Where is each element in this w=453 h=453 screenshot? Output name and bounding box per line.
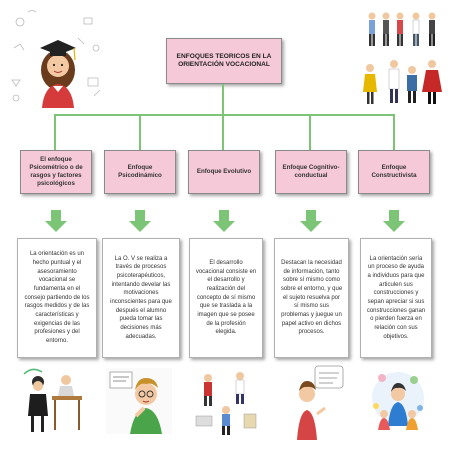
approach-description: El desarrollo vocacional consiste en el … xyxy=(195,259,257,336)
approach-title-box-cognitivo: Enfoque Cognitivo-conductual xyxy=(275,150,347,194)
root-title: ENFOQUES TEORICOS EN LA ORIENTACIÓN VOCA… xyxy=(176,52,272,68)
down-arrow-icon xyxy=(129,210,151,232)
connector-drop-2 xyxy=(139,114,141,150)
connector-drop-5 xyxy=(393,114,395,150)
approach-title: El enfoque Psicométrico o de rasgos y fa… xyxy=(29,155,83,188)
approach-description-box-evolutivo: El desarrollo vocacional consiste en el … xyxy=(189,238,263,358)
decision-boy-illustration xyxy=(297,365,344,440)
approach-description-box-psicometrico: La orientación es un hecho puntual y el … xyxy=(17,238,97,358)
graduate-illustration xyxy=(11,10,101,108)
down-arrow-icon xyxy=(300,210,322,232)
career-choice-illustration xyxy=(195,372,257,435)
ideas-group-illustration xyxy=(372,372,424,430)
approach-description: La O. V se realiza a través de procesos … xyxy=(110,255,172,340)
approach-description-box-psicodinamico: La O. V se realiza a través de procesos … xyxy=(102,238,180,358)
approach-description-box-constructivista: La orientación sería un proceso de ayuda… xyxy=(360,238,432,358)
connector-drop-4 xyxy=(309,114,311,150)
thinking-student-illustration xyxy=(106,368,172,434)
down-arrow-icon xyxy=(383,210,405,232)
approach-title-box-psicodinamico: Enfoque Psicodinámico xyxy=(104,150,176,194)
approach-title: Enfoque Psicodinámico xyxy=(118,163,162,179)
approach-title-box-psicometrico: El enfoque Psicométrico o de rasgos y fa… xyxy=(20,150,92,194)
approach-title: Enfoque Evolutivo xyxy=(196,167,252,175)
approach-title: Enfoque Constructivista xyxy=(371,163,417,179)
connector-horizontal xyxy=(54,114,395,116)
connector-vertical-root xyxy=(222,84,224,115)
approach-title: Enfoque Cognitivo-conductual xyxy=(282,163,340,179)
approach-description-box-cognitivo: Destacan la necesidad de información, ta… xyxy=(274,238,349,358)
down-arrow-icon xyxy=(45,210,67,232)
approach-title-box-evolutivo: Enfoque Evolutivo xyxy=(188,150,260,194)
approach-title-box-constructivista: Enfoque Constructivista xyxy=(358,150,430,194)
professionals-illustration xyxy=(363,12,442,104)
approach-description: Destacan la necesidad de información, ta… xyxy=(280,259,343,336)
connector-drop-1 xyxy=(54,114,56,150)
approach-description: La orientación sería un proceso de ayuda… xyxy=(366,255,426,340)
approach-description: La orientación es un hecho puntual y el … xyxy=(24,251,90,345)
root-title-box: ENFOQUES TEORICOS EN LA ORIENTACIÓN VOCA… xyxy=(166,38,282,84)
down-arrow-icon xyxy=(213,210,235,232)
connector-drop-3 xyxy=(222,114,224,150)
counseling-scene-illustration xyxy=(23,368,82,432)
